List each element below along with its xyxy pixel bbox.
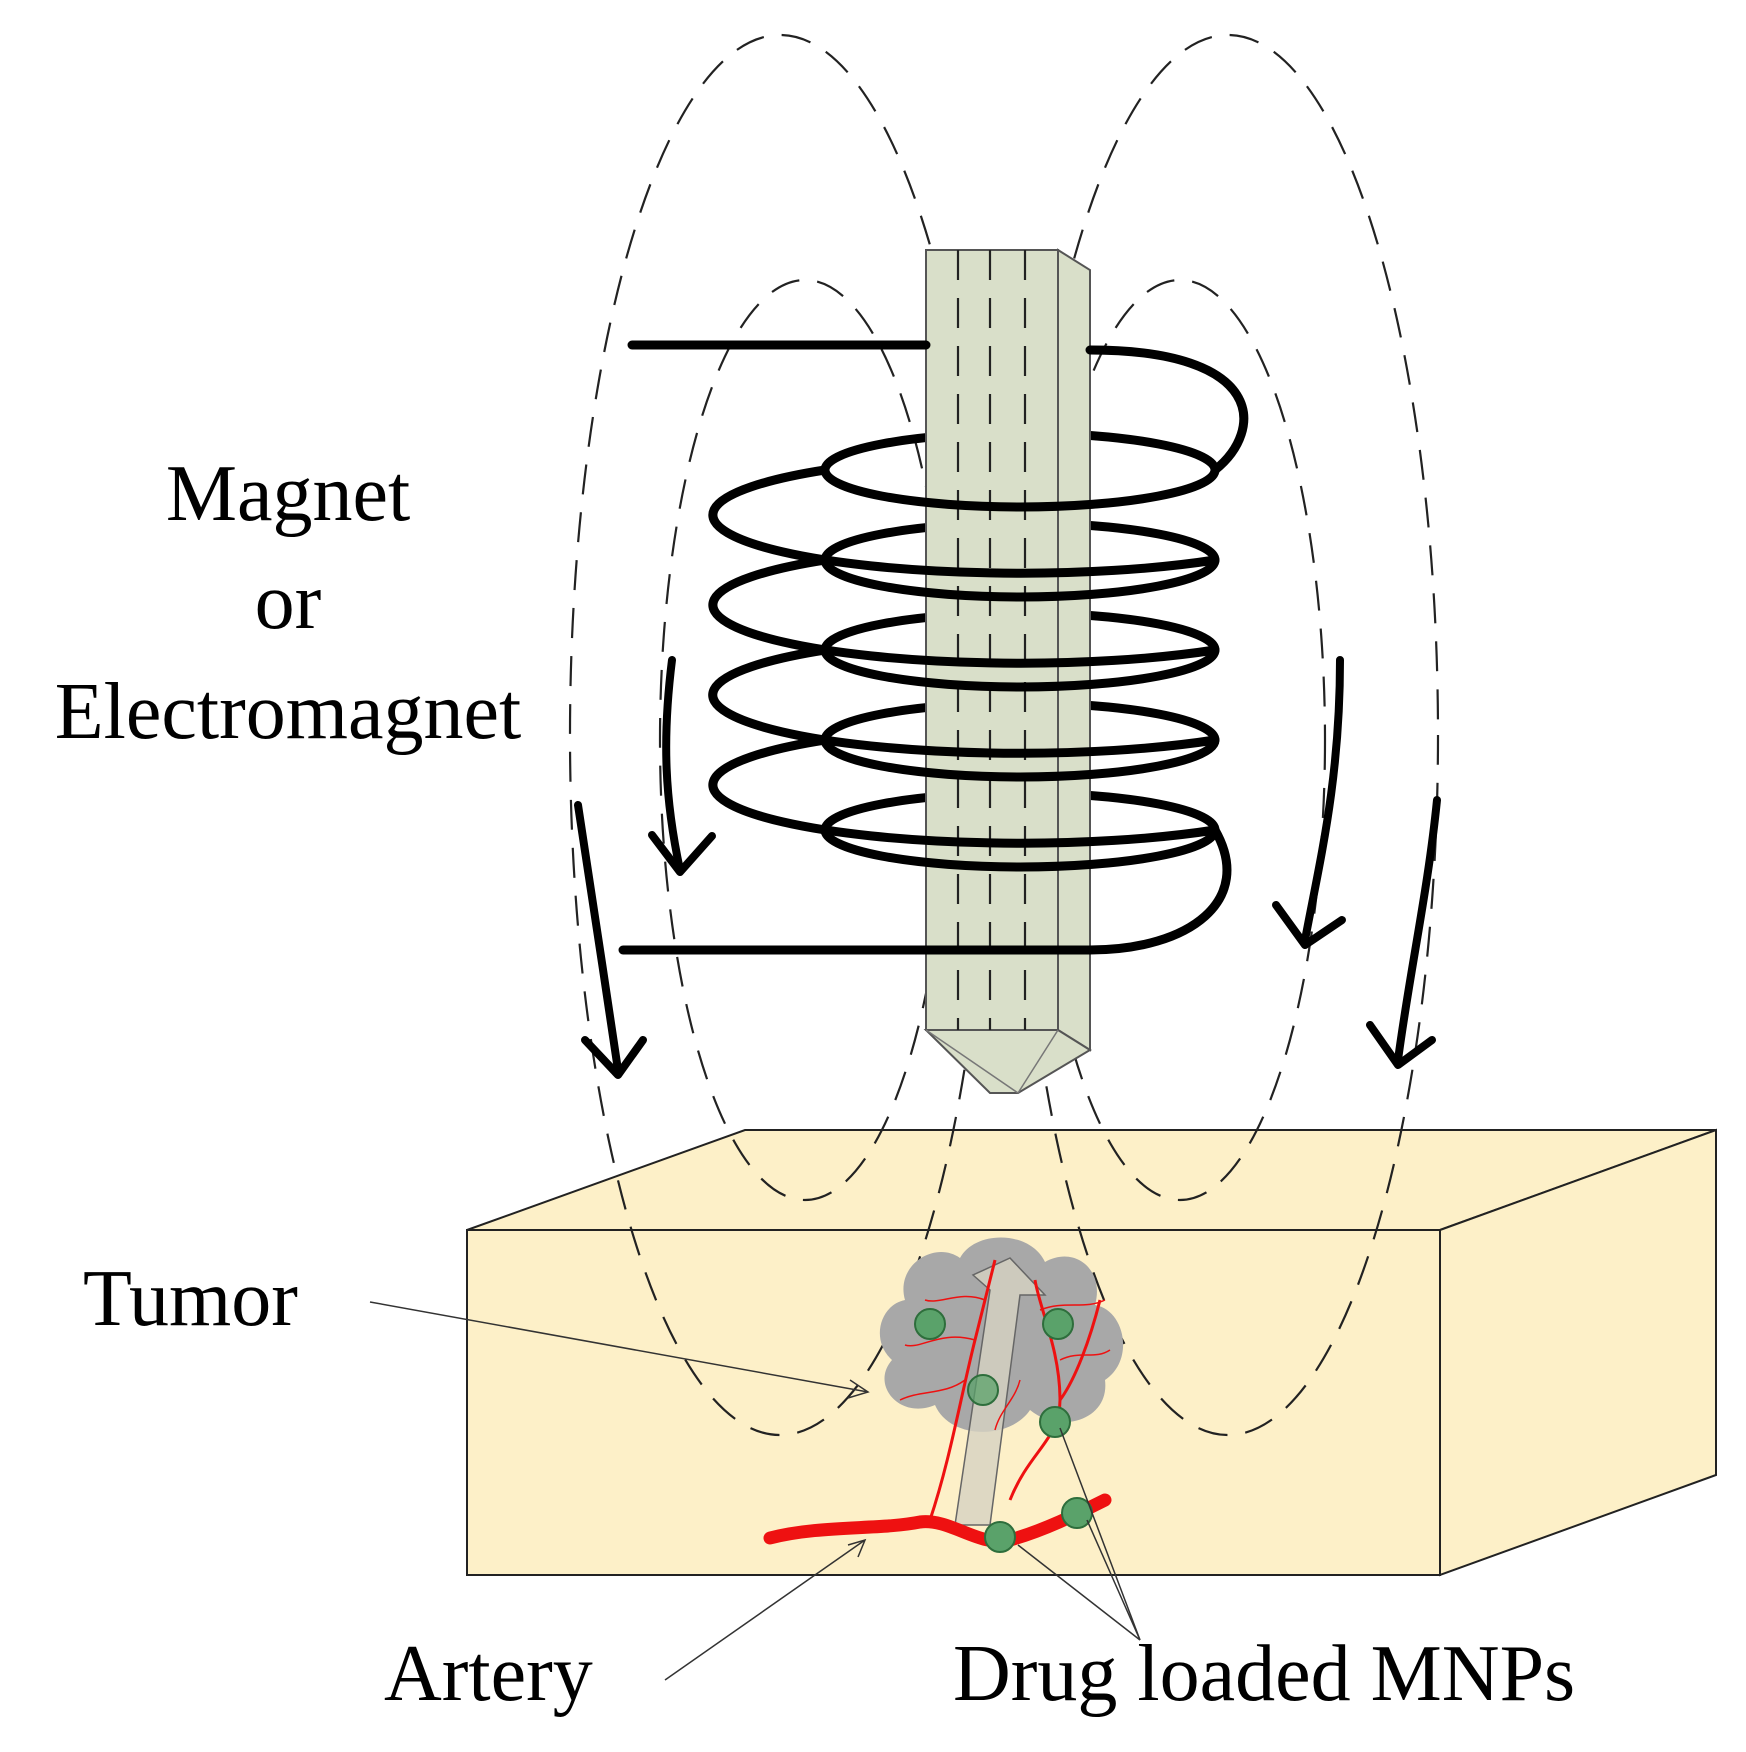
mnps-label: Drug loaded MNPs — [953, 1630, 1575, 1718]
tumor — [879, 1237, 1124, 1526]
core-right-face — [1057, 248, 1091, 1052]
magnet-label-line3: Electromagnet — [55, 668, 521, 756]
arrow-inner-right — [1272, 656, 1346, 949]
leader-artery-head — [847, 1538, 867, 1558]
field-direction-arrows — [574, 656, 1441, 1079]
artery — [763, 1493, 1112, 1548]
coil-front — [618, 340, 1249, 955]
coil-top-lead — [627, 340, 1249, 475]
arrow-outer-left — [574, 801, 647, 1079]
magnet-label-line2: or — [255, 558, 322, 646]
leader-tumor — [369, 1301, 869, 1393]
leader-tumor-head — [847, 1379, 870, 1399]
leader-mnp-right — [1059, 1427, 1141, 1641]
leader-mnp-left — [1017, 1544, 1141, 1641]
artery-label: Artery — [384, 1630, 593, 1718]
mnp-particle — [967, 1374, 999, 1406]
leader-artery — [664, 1539, 866, 1681]
coil-bottom-lead — [618, 825, 1232, 955]
mnp-particle — [1039, 1406, 1071, 1438]
arrow-inner-left — [648, 656, 716, 876]
capillaries — [899, 1259, 1111, 1521]
mnp-particle — [984, 1521, 1016, 1553]
core-tip — [923, 1029, 1092, 1094]
field-lines-through-core — [956, 250, 1027, 1030]
leader-mnp-far — [1086, 1519, 1141, 1641]
tumor-label: Tumor — [83, 1255, 298, 1343]
core-front-face — [925, 249, 1059, 1031]
magnet-label-line1: Magnet — [166, 450, 410, 538]
leader-lines — [369, 1301, 1141, 1681]
arrow-outer-right — [1366, 796, 1441, 1069]
text-labels: Magnet or Electromagnet Tumor Artery Dru… — [55, 450, 1575, 1718]
mnp-particle — [914, 1308, 946, 1340]
mnp-particle — [1042, 1308, 1074, 1340]
magnet-core — [923, 248, 1092, 1094]
mnp-particles — [914, 1308, 1093, 1553]
field-line-outer-right — [1016, 33, 1440, 1437]
